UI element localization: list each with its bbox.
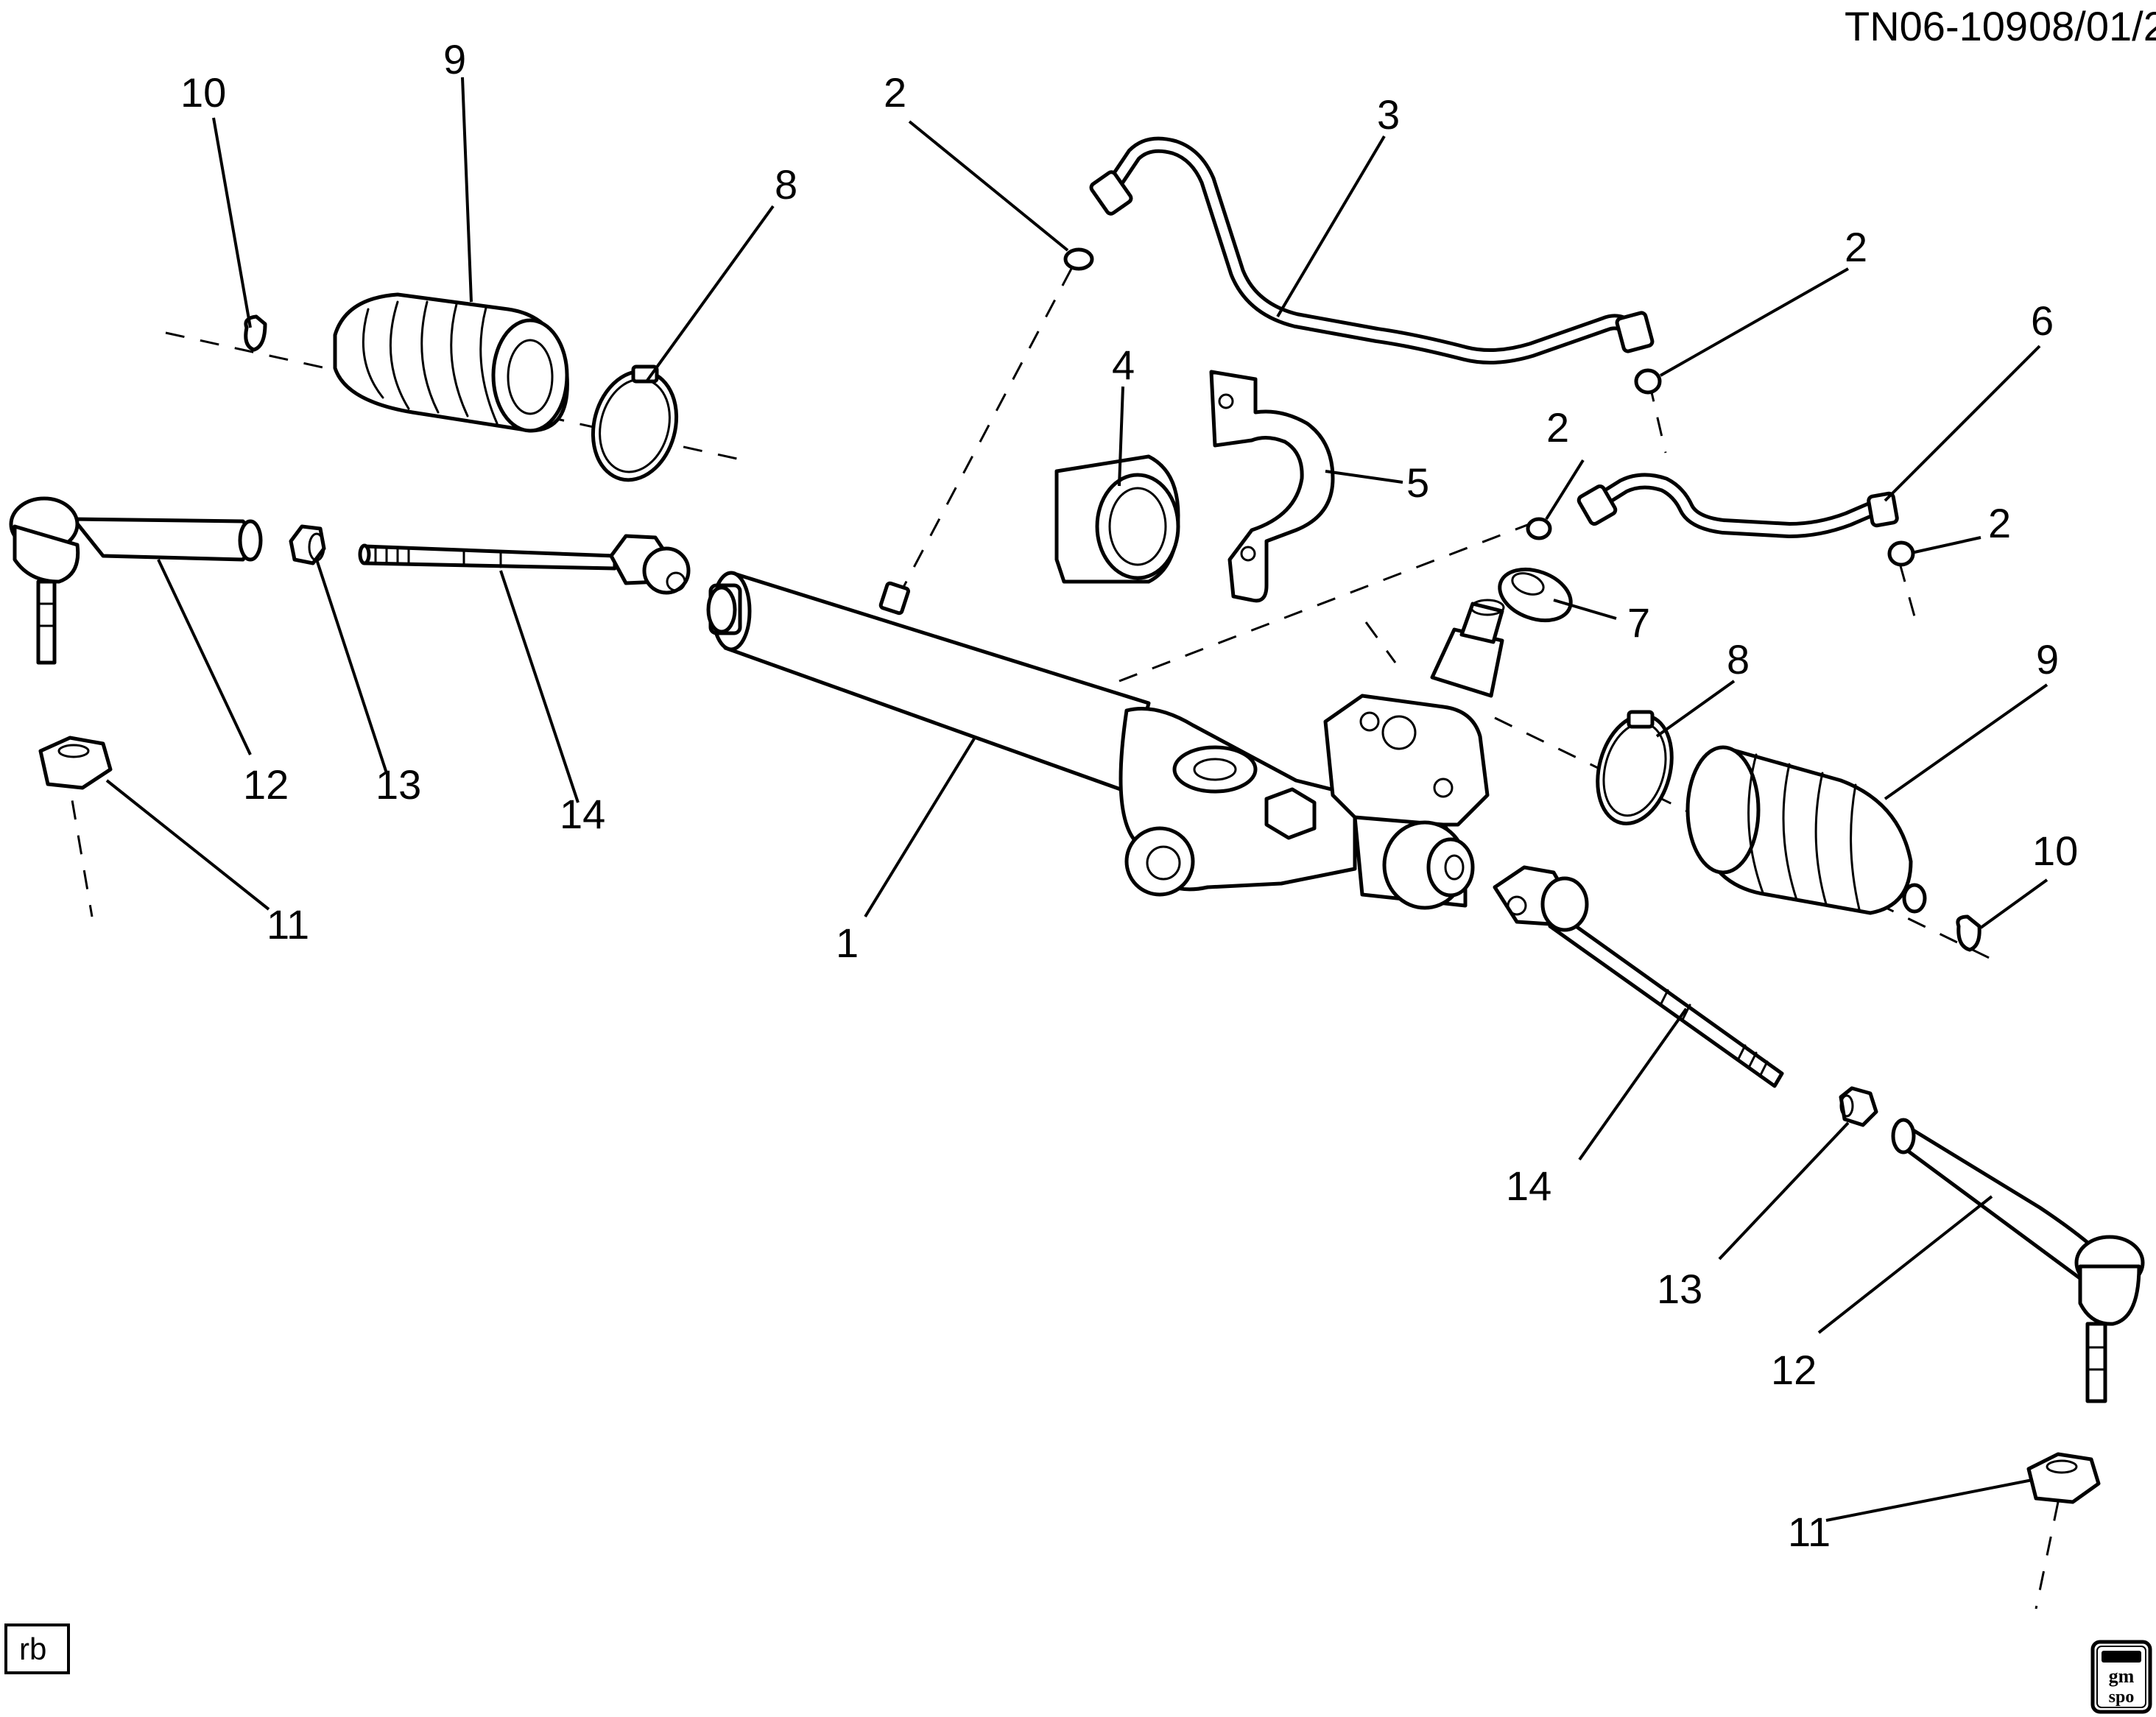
o-ring-2-mid — [1526, 517, 1552, 540]
callout-9-right: 9 — [2036, 636, 2059, 683]
outer-tie-rod-12-left — [9, 496, 263, 665]
diagram-date: 08/01/2006 — [2029, 3, 2156, 49]
pressure-tube-3 — [1089, 136, 1655, 364]
jam-nut-13-left — [289, 524, 326, 565]
callout-8-right: 8 — [1727, 636, 1750, 683]
band-clamp-8-left — [591, 364, 679, 482]
callout-3: 3 — [1377, 91, 1400, 138]
o-ring-2-right — [1634, 368, 1662, 395]
callout-1: 1 — [836, 920, 859, 966]
callout-11-left: 11 — [267, 901, 309, 948]
o-ring-2-top — [1063, 247, 1094, 271]
callout-2-far-right: 2 — [1988, 500, 2011, 546]
band-clamp-8-right — [1596, 710, 1674, 826]
callout-5: 5 — [1406, 459, 1429, 506]
callout-4: 4 — [1112, 342, 1135, 388]
callout-13-right: 13 — [1657, 1266, 1702, 1312]
callout-8-left: 8 — [775, 161, 797, 208]
callout-2-mid: 2 — [1546, 404, 1569, 451]
initials-box: rb — [4, 1623, 70, 1674]
callout-6: 6 — [2031, 297, 2054, 344]
callout-12-left: 12 — [243, 761, 289, 808]
gm-spo-logo-icon: gm spo — [2090, 1640, 2152, 1714]
outer-tie-rod-12-right — [1891, 1118, 2145, 1403]
pressure-tube-6 — [1577, 473, 1899, 538]
callout-13-left: 13 — [376, 761, 421, 808]
callout-2-top: 2 — [884, 69, 906, 116]
bushing-4 — [1054, 454, 1180, 584]
leader-lines — [105, 77, 2048, 1522]
callout-12-right: 12 — [1771, 1347, 1817, 1393]
bracket-5 — [1209, 370, 1335, 603]
callout-2-right: 2 — [1845, 224, 1867, 270]
callout-9-left: 9 — [443, 36, 466, 82]
boot-9-right — [1685, 745, 1927, 915]
inner-tie-rod-14-right — [1493, 865, 1784, 1088]
inner-tie-rod-14-left — [358, 534, 691, 595]
o-ring-2-far-right — [1887, 540, 1915, 567]
steering-gear-1 — [706, 571, 1505, 910]
callout-14-right: 14 — [1506, 1163, 1551, 1209]
boot-9-left — [333, 292, 569, 433]
logo-gm-text: gm — [2109, 1665, 2135, 1687]
callout-7: 7 — [1627, 599, 1650, 646]
clamp-10-right — [1956, 914, 1981, 952]
callout-10-left: 10 — [180, 69, 226, 116]
logo-spo-text: spo — [2109, 1688, 2135, 1707]
castle-nut-11-right — [2026, 1452, 2101, 1504]
callout-10-right: 10 — [2032, 828, 2078, 874]
diagram-code: TN06-109 — [1845, 3, 2028, 49]
callout-11-right: 11 — [1788, 1509, 1831, 1555]
initials-text: rb — [19, 1632, 46, 1666]
callout-14-left: 14 — [560, 791, 605, 837]
callout-labels: 2 3 2 6 2 2 4 5 7 8 9 10 1 10 9 8 12 13 … — [180, 36, 2078, 1555]
jam-nut-13-right — [1839, 1086, 1878, 1127]
seal-7 — [1498, 567, 1573, 623]
castle-nut-11-left — [38, 736, 113, 790]
